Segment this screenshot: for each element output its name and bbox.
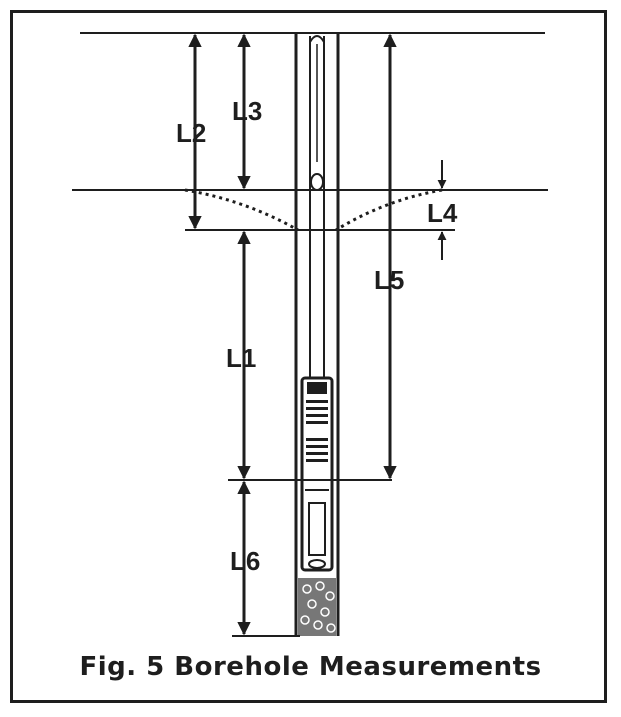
submersible-pump [300, 376, 334, 572]
label-l2: L2 [176, 118, 206, 148]
riser-pipe [309, 35, 325, 378]
figure-caption: Fig. 5 Borehole Measurements [79, 652, 542, 682]
label-l4: L4 [427, 198, 458, 228]
label-l6: L6 [230, 546, 260, 576]
drawdown-cone [184, 188, 443, 232]
label-l5: L5 [374, 265, 404, 295]
pump-intake-grille [306, 400, 328, 462]
level-probe [310, 173, 324, 191]
well-casing [294, 33, 340, 636]
label-l1: L1 [226, 343, 256, 373]
gravel-bottom [298, 578, 336, 636]
label-l3: L3 [232, 96, 262, 126]
